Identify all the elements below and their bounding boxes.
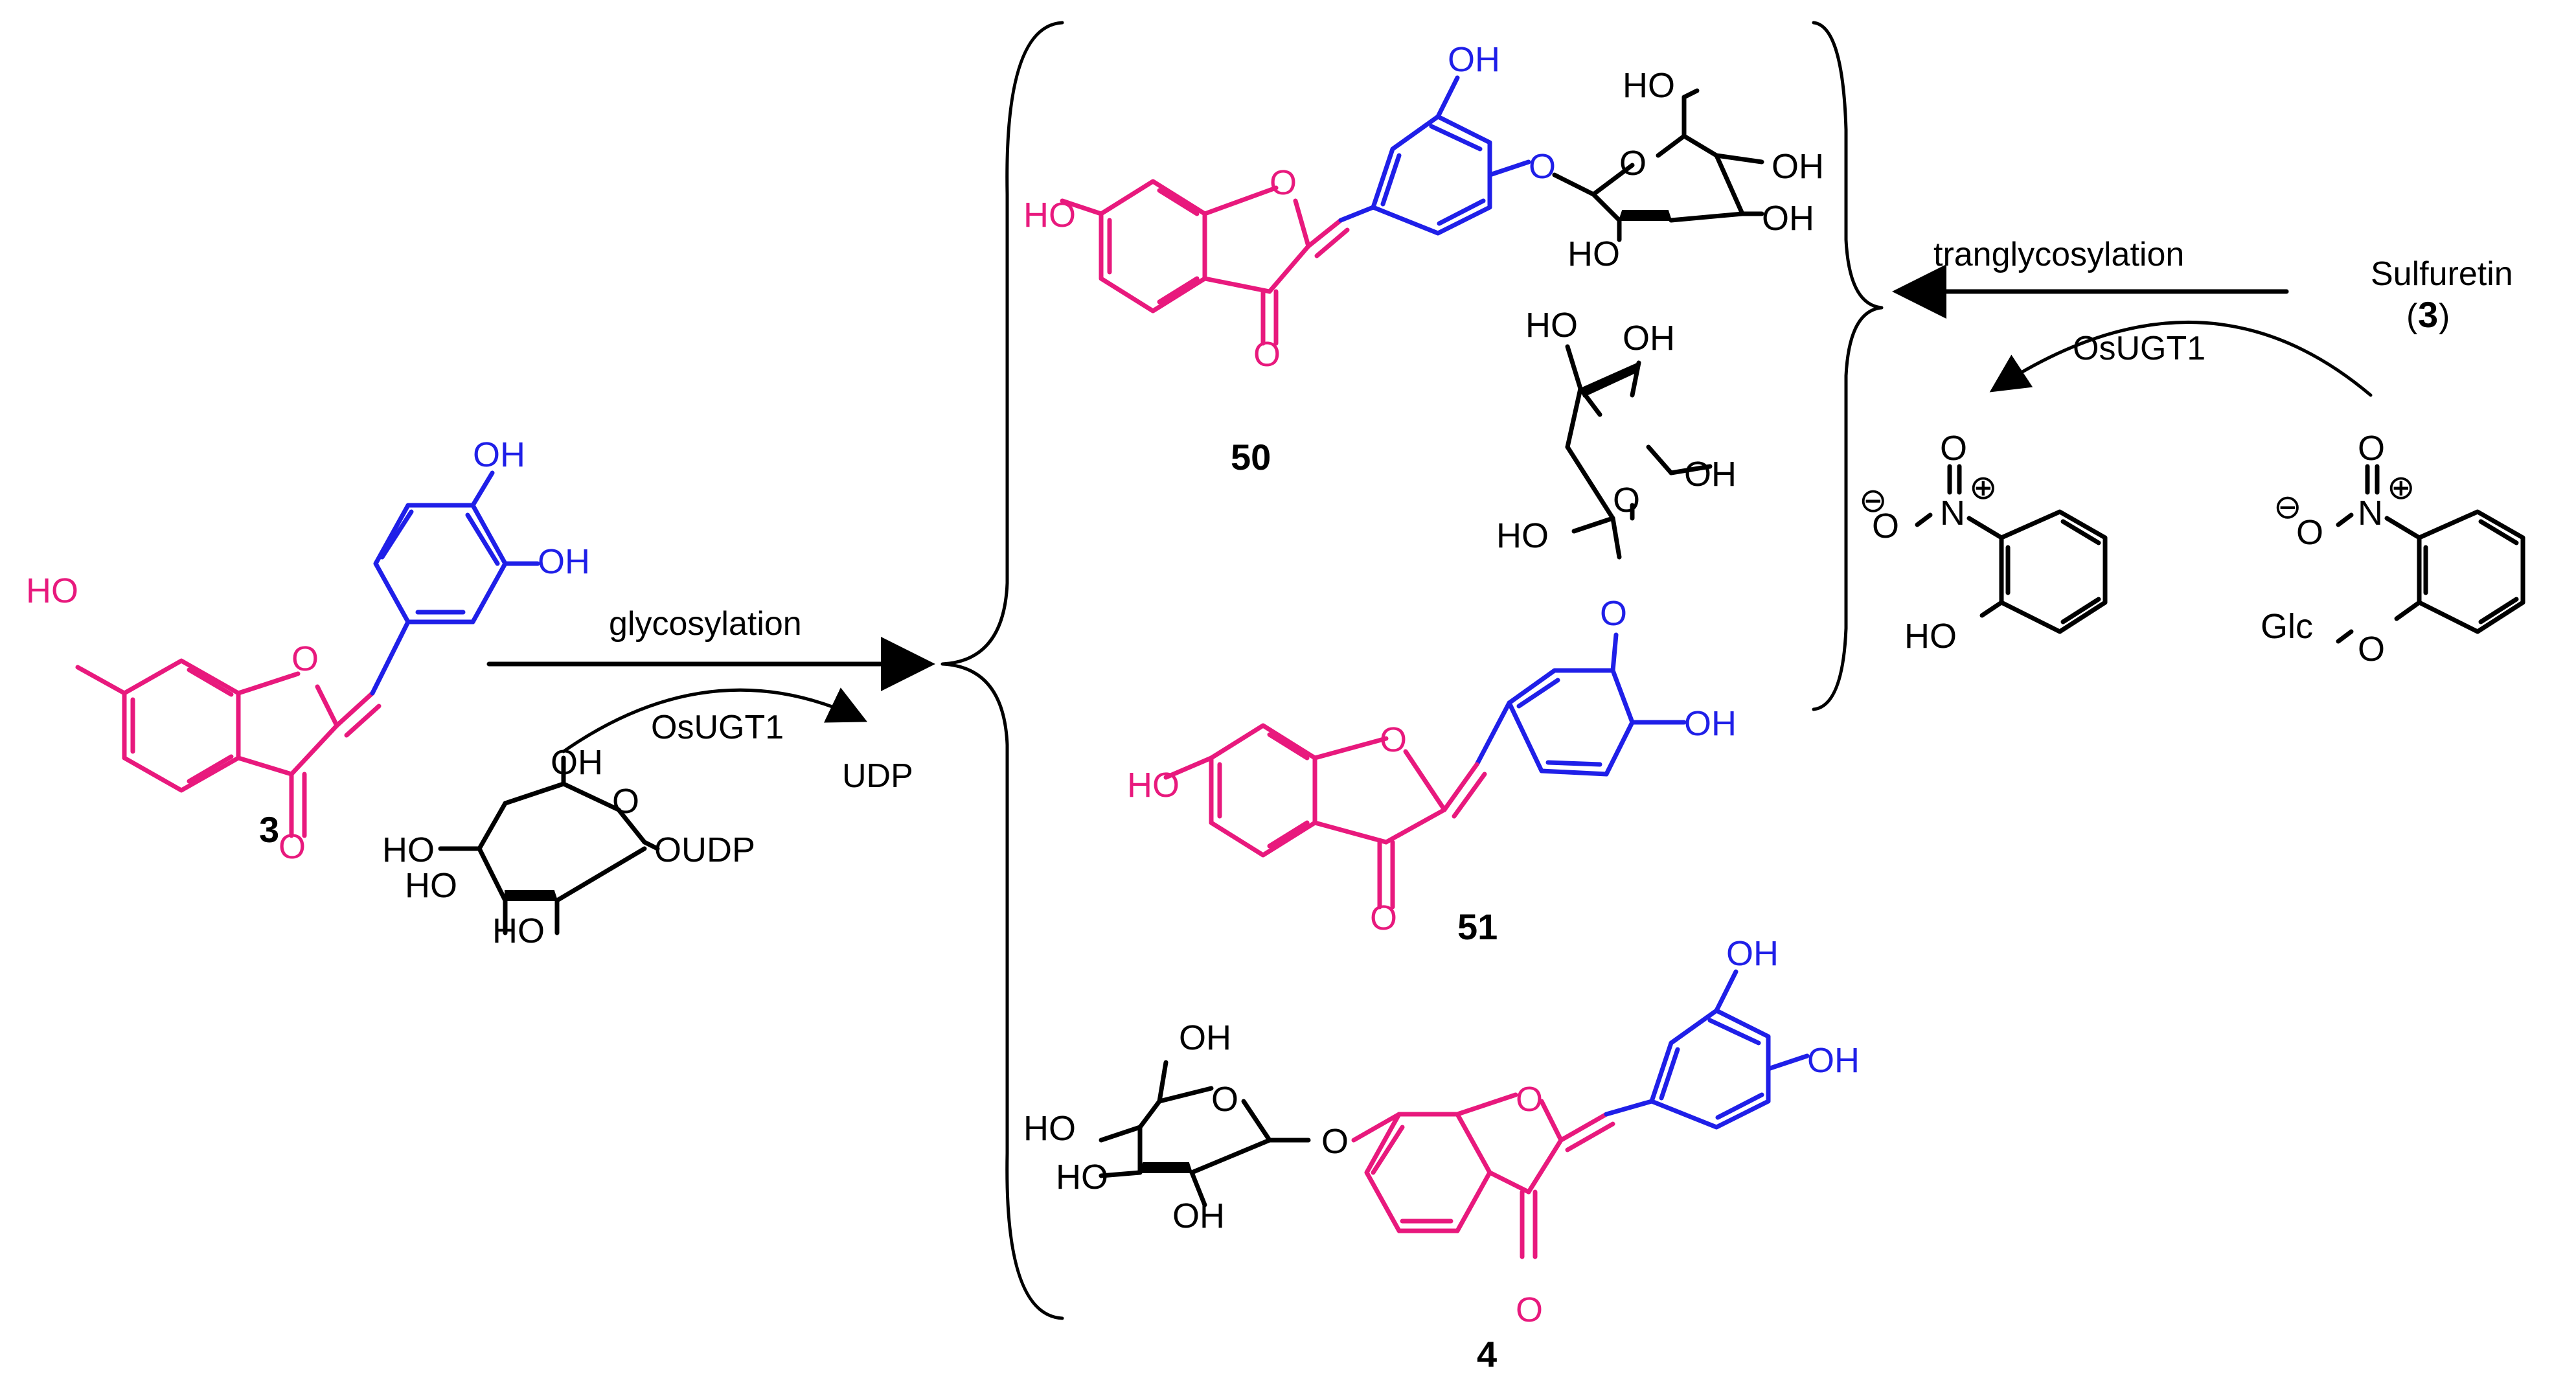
onpg-nitro-n: N [2358,494,2383,532]
c51-sugar-ring-o: O [1613,481,1640,520]
udp-glucose-donor: OH O OUDP HO HO HO [382,743,755,950]
compound-3-structure: HO O O OH OH 3 [26,435,590,866]
substrate-paren-open: ( [2406,297,2418,335]
udpglc-oh: OH [551,743,603,782]
c50-carbonyl-o: O [1253,335,1281,374]
onp-nitro-o-top: O [1940,429,1967,468]
udpglc-ho-3: HO [492,911,545,950]
transglycosylation-substrate: Sulfuretin [2371,255,2513,293]
c4-oh-top: OH [1726,934,1779,973]
c4-sugar-oh: OH [1179,1018,1231,1057]
compound-3-carbonyl-o: O [279,827,306,866]
c50-sugar-ho-2: HO [1567,235,1620,273]
transglycosylation-arrow: tranglycosylation OsUGT1 Sulfuretin ( 3 … [1892,236,2513,397]
c51-ring-o: O [1380,720,1407,759]
c4-ring-o: O [1516,1080,1543,1119]
transglycosylation-substrate-number: 3 [2418,294,2438,335]
transglycosylation-label: tranglycosylation [1933,236,2184,273]
compound-3-benzo-ring [75,658,339,838]
onpg-nitro-o-top: O [2358,429,2385,468]
onpg-minus-charge: ⊖ [2274,488,2302,526]
compound-51-structure: HO OH OH O HO O OH [1127,306,1737,947]
transglycosylation-enzyme: OsUGT1 [2073,330,2206,367]
onp-nitro-n: N [1940,494,1965,532]
onpg-nitro-o-left: O [2296,513,2323,552]
udpglc-ho-1: HO [382,830,435,869]
c50-sugar-ho: HO [1623,66,1675,105]
c51-sugar-oh: OH [1623,319,1675,358]
udpglc-oudp: OUDP [654,830,755,869]
compound-3-exocyclic-alkene [334,691,382,738]
c4-link-o: O [1321,1122,1349,1161]
c51-ho: HO [1127,766,1180,805]
c4-sugar-ho-2: HO [1056,1158,1108,1197]
compound-4-label: 4 [1477,1334,1497,1374]
compound-3-oh-top: OH [473,435,525,474]
udpglc-ho-2: HO [405,866,457,905]
c50-link-o: O [1529,147,1556,186]
c51-sugar-oh-2: OH [1684,455,1737,494]
c51-sugar-ho: HO [1525,306,1578,345]
c4-sugar-ring-o: O [1211,1080,1238,1119]
compound-51-label: 51 [1457,906,1498,947]
onp-nitro-o-left: O [1872,507,1899,545]
c4-carbonyl-o: O [1516,1290,1543,1329]
c50-oh: OH [1448,40,1500,79]
compound-3-ho: HO [26,571,78,610]
glycosylation-label: glycosylation [609,605,802,643]
c51-link-o: O [1600,594,1627,633]
ortho-nitrophenol: O N ⊕ O ⊖ HO [1859,429,2108,656]
c50-sugar-oh-1: OH [1772,147,1824,186]
c50-ring-o: O [1270,163,1297,202]
c50-sugar-ring-o: O [1619,144,1647,183]
c50-ho: HO [1023,196,1076,235]
compound-3-oh-side: OH [538,542,590,581]
c4-sugar-ho-1: HO [1023,1109,1076,1148]
onp-plus-charge: ⊕ [1969,469,1998,507]
glycosylation-enzyme: OsUGT1 [651,709,784,746]
onpg-glc: Glc [2261,607,2313,646]
onp-minus-charge: ⊖ [1859,482,1887,520]
ortho-nitrophenyl-glucoside: O N ⊕ O ⊖ O Glc [2261,429,2525,669]
c51-carbonyl-o: O [1370,899,1397,937]
product-bracket-left [940,21,1064,1320]
product-bracket-right [1812,21,1884,711]
udpglc-ring-o: O [612,782,639,821]
glycosylation-arrow: glycosylation OsUGT1 UDP [486,605,935,795]
compound-3-label: 3 [259,809,279,850]
compound-3-catechol-ring [370,470,540,696]
onpg-ether-o: O [2358,630,2385,669]
glycosylation-byproduct: UDP [842,757,913,795]
c4-sugar-oh-2: OH [1172,1197,1225,1235]
compound-4-structure: OH O HO HO OH O O O [1023,934,1860,1374]
compound-3-ring-o: O [291,639,319,678]
onp-ho: HO [1904,617,1957,656]
c51-oh: OH [1684,704,1737,743]
substrate-paren-close: ) [2439,297,2450,335]
onpg-plus-charge: ⊕ [2387,469,2415,507]
c4-oh-side: OH [1807,1041,1860,1080]
compound-50-label: 50 [1231,437,1271,477]
c51-sugar-ho-2: HO [1496,516,1549,555]
compound-50-structure: HO O O OH O O HO OH OH HO 50 [1023,40,1824,477]
c50-sugar-oh-2: OH [1762,199,1814,238]
